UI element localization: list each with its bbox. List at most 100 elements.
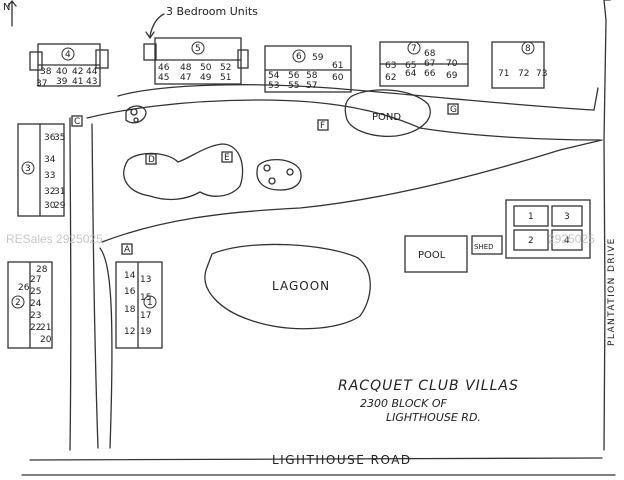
svg-text:14: 14: [124, 271, 136, 281]
svg-text:13: 13: [140, 275, 151, 285]
svg-text:28: 28: [36, 265, 48, 275]
svg-text:49: 49: [200, 73, 212, 83]
svg-text:50: 50: [200, 63, 212, 73]
svg-text:25: 25: [30, 287, 41, 297]
upper-road-bottom: [86, 99, 601, 141]
svg-text:19: 19: [140, 327, 152, 337]
svg-text:23: 23: [30, 311, 41, 321]
north-label: N: [3, 2, 10, 13]
plantation-drive-edge: [603, 0, 607, 451]
svg-text:42: 42: [72, 67, 83, 77]
svg-text:26: 26: [18, 283, 30, 293]
svg-text:51: 51: [220, 73, 231, 83]
pond-label: POND: [372, 112, 401, 123]
svg-text:68: 68: [424, 49, 436, 59]
svg-text:38: 38: [40, 67, 52, 77]
svg-text:5: 5: [195, 44, 201, 54]
svg-text:48: 48: [180, 63, 192, 73]
svg-text:7: 7: [411, 44, 417, 54]
svg-text:60: 60: [332, 73, 344, 83]
svg-text:4: 4: [65, 50, 71, 60]
svg-text:56: 56: [288, 71, 300, 81]
island-de: [123, 143, 244, 201]
svg-text:58: 58: [306, 71, 318, 81]
svg-text:17: 17: [140, 311, 151, 321]
svg-text:16: 16: [124, 287, 136, 297]
svg-text:71: 71: [498, 69, 509, 79]
left-road-edge: [69, 117, 72, 451]
pool-rect: [404, 235, 468, 273]
svg-text:65: 65: [405, 61, 416, 71]
lagoon-label: LAGOON: [272, 279, 330, 293]
svg-text:57: 57: [306, 81, 317, 91]
svg-text:3: 3: [25, 164, 31, 174]
svg-text:33: 33: [44, 171, 55, 181]
upper-road-top: [117, 84, 331, 97]
svg-text:67: 67: [424, 59, 435, 69]
svg-text:C: C: [74, 117, 80, 127]
svg-text:27: 27: [30, 275, 41, 285]
map-title: RACQUET CLUB VILLAS: [338, 378, 519, 394]
svg-text:29: 29: [54, 201, 66, 211]
plantation-drive-label: PLANTATION DRIVE: [607, 237, 617, 346]
lighthouse-road-edge: [29, 457, 603, 461]
svg-text:72: 72: [518, 69, 529, 79]
svg-text:15: 15: [140, 293, 151, 303]
svg-text:12: 12: [124, 327, 135, 337]
svg-text:32: 32: [44, 187, 55, 197]
map-subtitle-road: LIGHTHOUSE RD.: [386, 411, 481, 424]
tennis-courts: [505, 199, 591, 259]
svg-text:73: 73: [536, 69, 547, 79]
svg-text:8: 8: [525, 44, 531, 54]
svg-text:47: 47: [180, 73, 191, 83]
svg-text:1: 1: [528, 212, 534, 222]
svg-text:18: 18: [124, 305, 136, 315]
svg-text:62: 62: [385, 73, 396, 83]
svg-text:52: 52: [220, 63, 231, 73]
svg-text:63: 63: [385, 61, 396, 71]
lagoon-shape: [204, 243, 371, 330]
three-bedroom-callout: 3 Bedroom Units: [166, 5, 258, 18]
svg-text:35: 35: [54, 133, 65, 143]
svg-text:G: G: [450, 105, 457, 115]
svg-text:22: 22: [30, 323, 41, 333]
watermark-right: 2925025: [548, 232, 595, 246]
svg-text:54: 54: [268, 71, 280, 81]
svg-text:2: 2: [15, 298, 21, 308]
svg-text:37: 37: [36, 79, 47, 89]
svg-text:53: 53: [268, 81, 279, 91]
svg-text:E: E: [224, 153, 230, 163]
shed-rect: [471, 235, 503, 255]
svg-text:4: 4: [564, 236, 570, 246]
lighthouse-road-label: LIGHTHOUSE ROAD: [272, 453, 412, 467]
svg-text:34: 34: [44, 155, 56, 165]
shed-label: SHED: [474, 243, 494, 251]
svg-text:3: 3: [564, 212, 570, 222]
svg-text:6: 6: [296, 52, 302, 62]
watermark-left: RESales 2925025: [6, 232, 103, 246]
svg-text:36: 36: [44, 133, 56, 143]
svg-text:44: 44: [86, 67, 98, 77]
svg-text:43: 43: [86, 77, 97, 87]
svg-text:39: 39: [56, 77, 68, 87]
svg-text:21: 21: [40, 323, 51, 333]
lower-road-top: [101, 139, 603, 243]
svg-text:31: 31: [54, 187, 65, 197]
svg-text:2: 2: [528, 236, 534, 246]
svg-text:30: 30: [44, 201, 56, 211]
svg-text:40: 40: [56, 67, 68, 77]
svg-text:1: 1: [147, 298, 153, 308]
svg-text:A: A: [124, 245, 131, 255]
svg-text:41: 41: [72, 77, 83, 87]
map-subtitle-block: 2300 BLOCK OF: [360, 397, 447, 410]
svg-text:D: D: [148, 155, 155, 165]
svg-text:20: 20: [40, 335, 52, 345]
svg-text:46: 46: [158, 63, 170, 73]
svg-text:69: 69: [446, 71, 458, 81]
svg-text:F: F: [320, 121, 325, 131]
svg-text:66: 66: [424, 69, 436, 79]
svg-text:70: 70: [446, 59, 458, 69]
svg-text:61: 61: [332, 61, 343, 71]
